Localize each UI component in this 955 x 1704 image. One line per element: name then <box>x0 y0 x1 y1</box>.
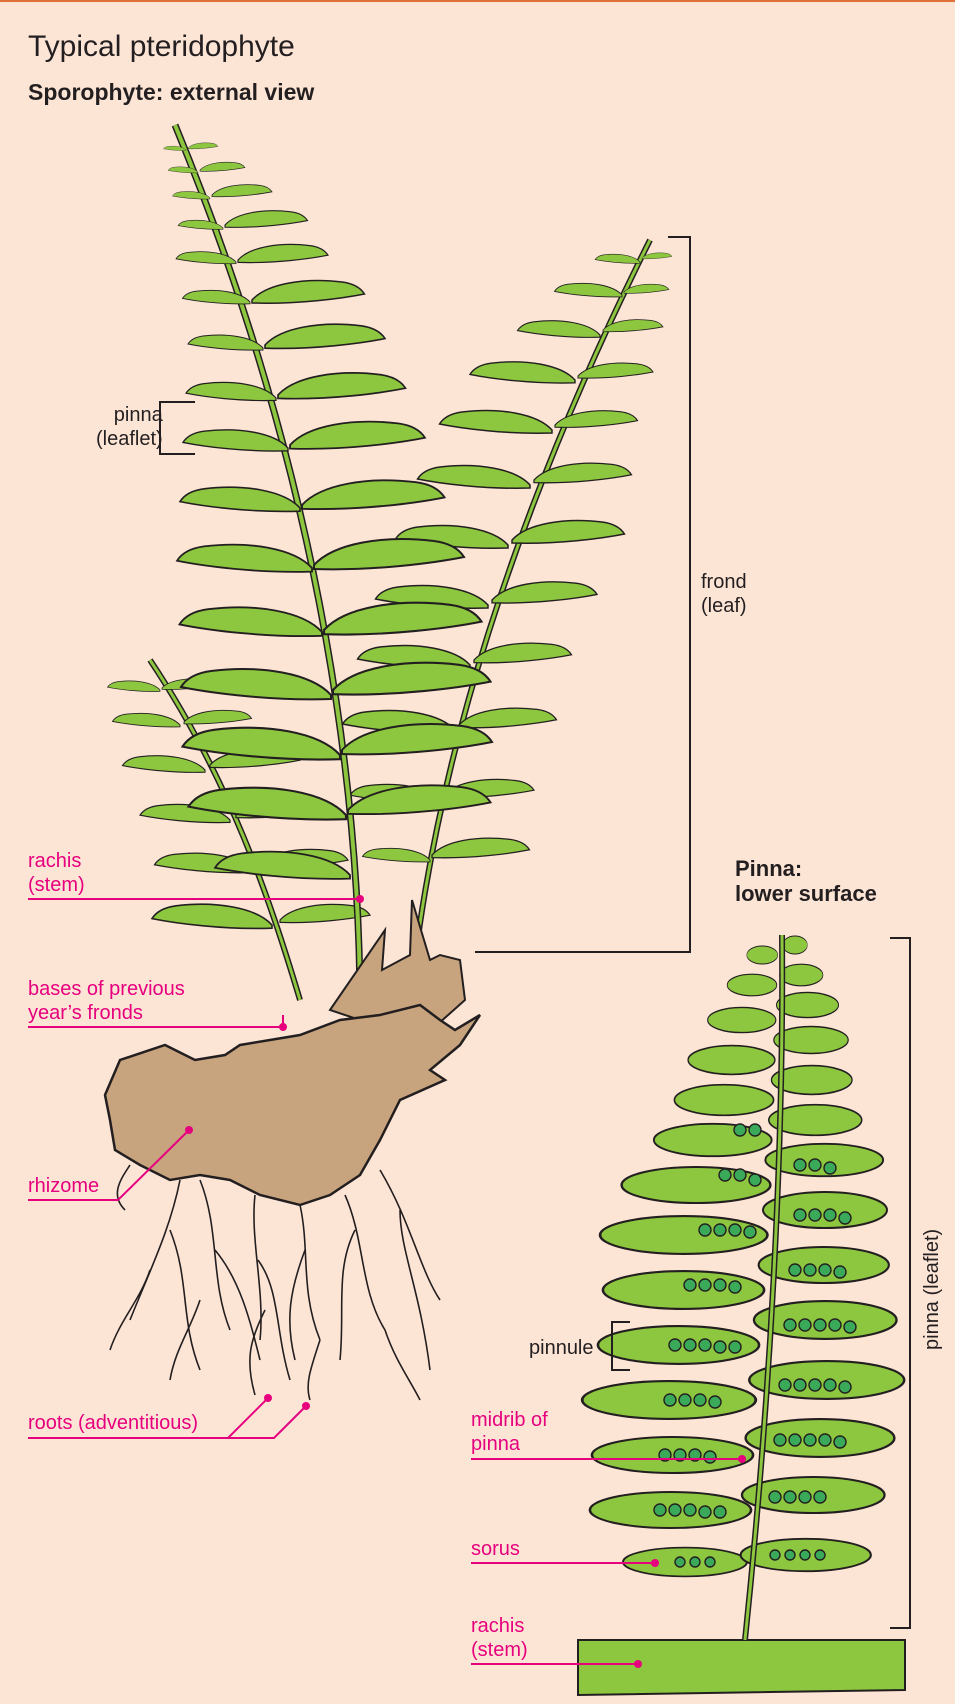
sorus-label: sorus <box>471 1537 520 1561</box>
rachis-label: rachis (stem) <box>28 849 85 897</box>
pinna-bracket <box>160 402 195 454</box>
pinnule-label: pinnule <box>529 1336 594 1360</box>
pinna-lower-surface <box>578 935 905 1695</box>
pinna-leaflet-bracket <box>890 938 910 1628</box>
midrib-label: midrib of pinna <box>471 1408 548 1456</box>
page-subtitle: Sporophyte: external view <box>28 79 314 106</box>
rhizome-label: rhizome <box>28 1174 99 1198</box>
frond-label: frond (leaf) <box>701 570 747 618</box>
roots-label: roots (adventitious) <box>28 1411 198 1435</box>
fern-plant <box>105 125 672 1400</box>
pinna-label: pinna (leaflet) <box>96 403 163 451</box>
right-frond <box>343 240 673 960</box>
rhizome-shape <box>105 1005 480 1205</box>
page-title: Typical pteridophyte <box>28 30 295 64</box>
pinnules-left <box>582 946 778 1576</box>
main-frond <box>164 125 493 1010</box>
rachis-base <box>578 1640 905 1695</box>
roots <box>110 1165 440 1400</box>
pinna-lower-heading: Pinna: lower surface <box>735 856 877 906</box>
left-small-frond <box>108 660 371 1000</box>
pinna-leaflet-vertical-label: pinna (leaflet) <box>920 1229 944 1350</box>
rachis2-label: rachis (stem) <box>471 1614 528 1662</box>
bases-label: bases of previous year’s fronds <box>28 977 185 1025</box>
pinnules-right <box>741 936 905 1571</box>
